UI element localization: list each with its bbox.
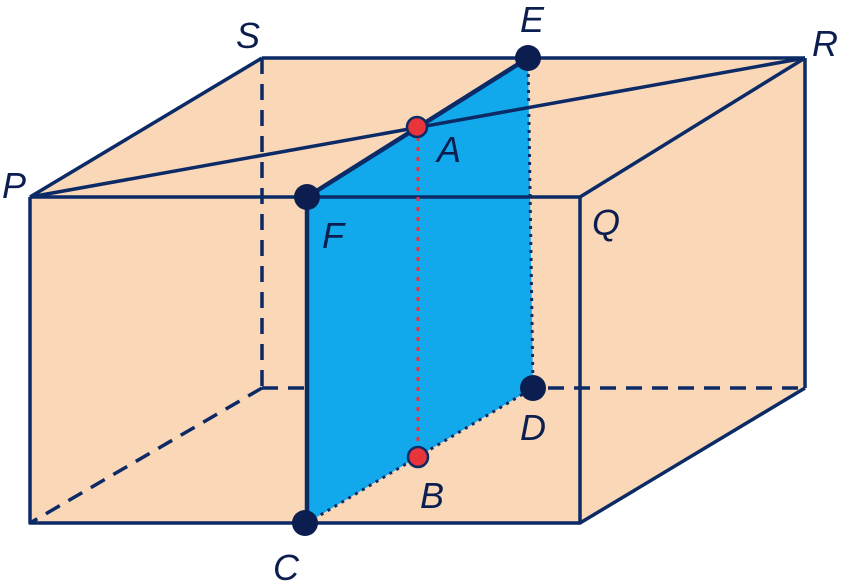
label-e: E <box>520 0 545 40</box>
label-r: R <box>812 23 838 64</box>
label-s: S <box>236 15 260 56</box>
label-d: D <box>520 407 546 448</box>
point-f <box>294 184 320 210</box>
point-d <box>520 375 546 401</box>
point-a <box>405 115 429 139</box>
point-e <box>515 45 541 71</box>
label-b: B <box>420 475 444 516</box>
hidden-edge-left-bottom <box>29 386 263 525</box>
label-q: Q <box>592 202 620 243</box>
label-p: P <box>2 165 26 206</box>
points <box>292 45 546 536</box>
point-b <box>406 445 430 469</box>
right-face <box>580 58 805 523</box>
label-c: C <box>273 547 300 587</box>
point-c <box>292 510 318 536</box>
edge-right-bottom <box>579 386 806 525</box>
edge-ps <box>29 56 263 199</box>
label-f: F <box>322 215 346 256</box>
section-plane-cdef <box>307 58 533 523</box>
edge-qr <box>579 56 806 199</box>
label-a: A <box>435 129 461 170</box>
